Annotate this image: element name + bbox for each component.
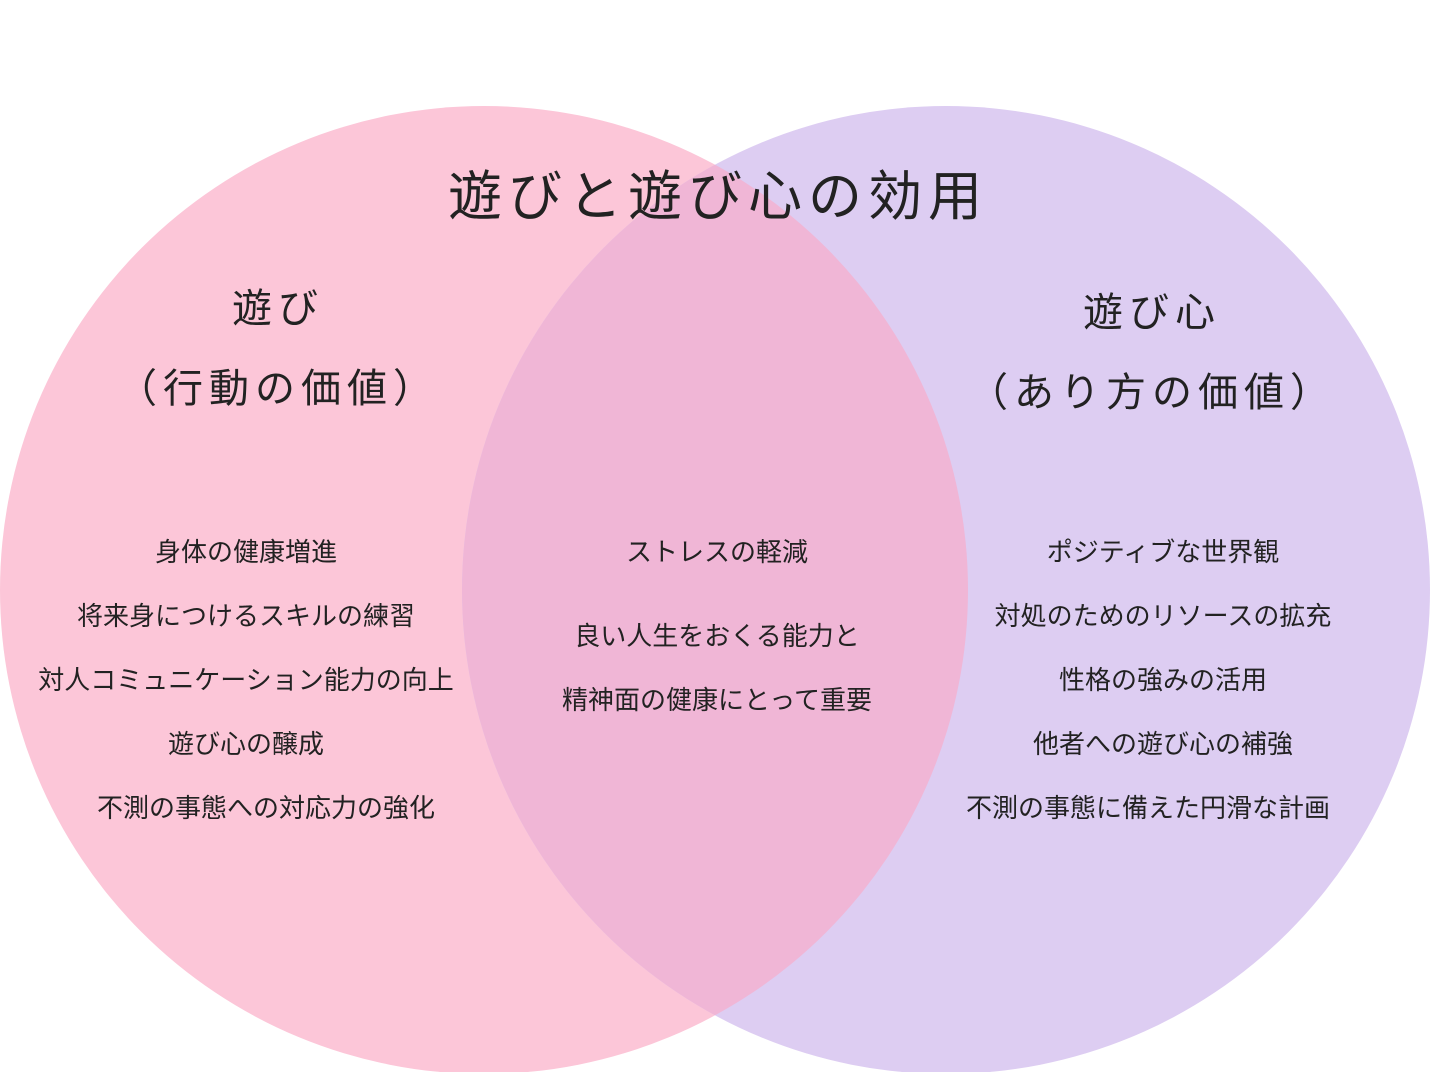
left-item: 不測の事態への対応力の強化	[96, 794, 436, 824]
left-heading: 遊び	[232, 286, 324, 332]
left-item: 対人コミュニケーション能力の向上	[38, 666, 454, 696]
right-heading: 遊び心	[1083, 290, 1221, 336]
left-item: 将来身につけるスキルの練習	[76, 602, 416, 632]
overlap-region	[462, 106, 968, 1072]
center-item: ストレスの軽減	[625, 538, 809, 568]
left-subheading: （行動の価値）	[117, 366, 439, 412]
right-item: ポジティブな世界観	[1046, 538, 1280, 568]
right-item: 不測の事態に備えた円滑な計画	[965, 794, 1331, 824]
right-subheading: （あり方の価値）	[968, 370, 1336, 416]
left-item: 身体の健康増進	[154, 538, 338, 568]
center-item: 精神面の健康にとって重要	[562, 686, 872, 716]
center-item: 良い人生をおくる能力と	[574, 622, 860, 652]
left-item: 遊び心の醸成	[167, 730, 325, 760]
right-item: 性格の強みの活用	[1058, 666, 1268, 696]
diagram-title: 遊びと遊び心の効用	[448, 165, 988, 228]
right-item: 対処のためのリソースの拡充	[994, 602, 1332, 632]
right-item: 他者への遊び心の補強	[1032, 730, 1294, 760]
